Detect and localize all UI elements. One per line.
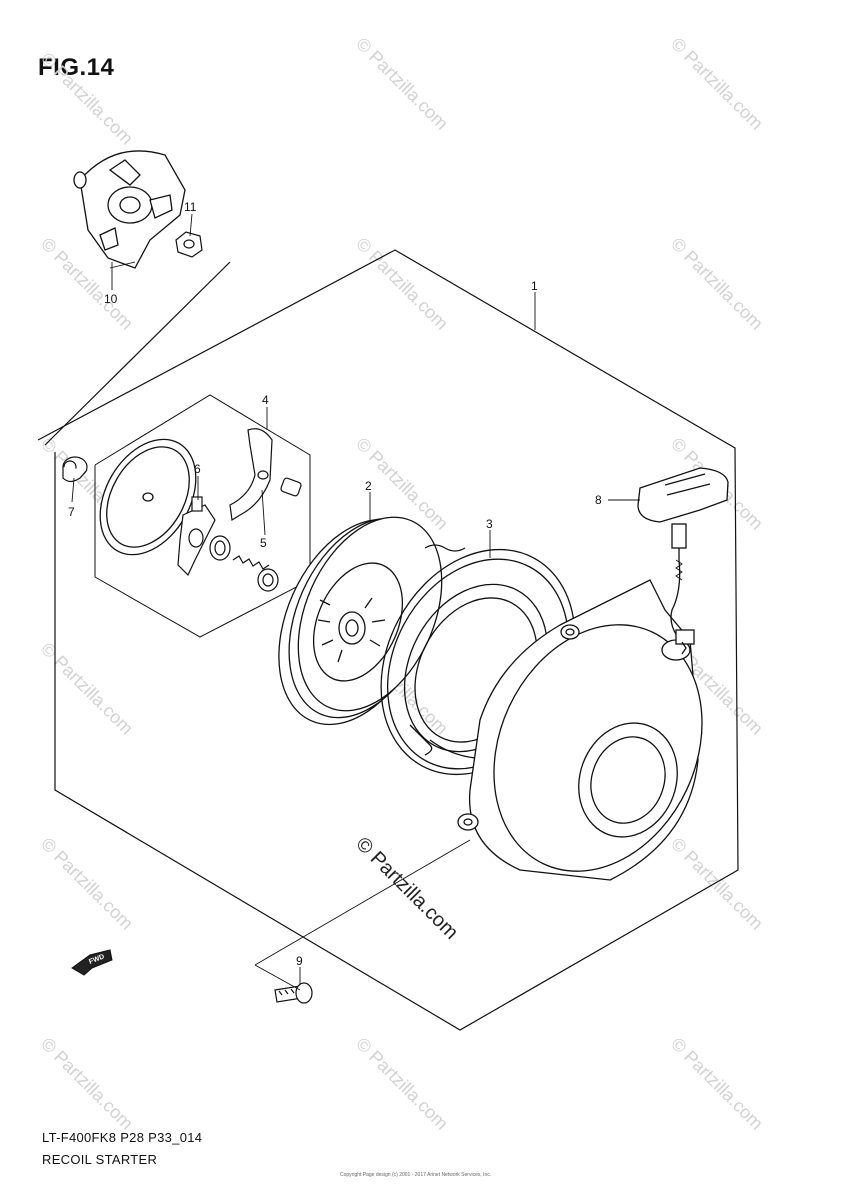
friction-plate-part [99,438,197,556]
callout-1: 1 [531,279,538,293]
callout-11: 11 [184,200,197,214]
watermark: © Partzilla.com [667,234,767,334]
watermark: © Partzilla.com [37,1034,137,1134]
leader-line [254,964,301,991]
handle-part [637,467,729,655]
callout-8: 8 [595,493,602,507]
callout-10: 10 [104,292,118,306]
nut-part [175,231,203,258]
forward-arrow-icon: FWD [71,949,113,976]
bolt-part [274,982,313,1004]
assembly-frame [37,249,739,1031]
callout-7: 7 [68,505,75,519]
watermark: © Partzilla.com [352,1034,452,1134]
watermark: © Partzilla.com [667,34,767,134]
callout-6: 6 [194,462,201,476]
figure-name: RECOIL STARTER [42,1152,158,1167]
callout-5: 5 [260,536,267,550]
model-code: LT-F400FK8 P28 P33_014 [42,1130,203,1145]
callout-9: 9 [296,954,303,968]
reel-part [278,516,443,726]
starter-case-part [457,579,703,881]
callout-numbers: 1 2 3 4 5 6 7 8 9 10 11 [68,200,602,968]
leader-line [254,839,471,966]
watermark: © Partzilla.com [37,639,137,739]
bushing-part [62,456,88,483]
figure-title: FIG.14 [38,54,115,81]
ratchet-part [73,150,186,269]
leader-lines [71,213,640,985]
callout-3: 3 [486,517,493,531]
callout-2: 2 [365,479,372,493]
watermark: © Partzilla.com [352,234,452,334]
spring-part [209,535,279,592]
guide-part [177,496,216,577]
watermark: © Partzilla.com [352,34,452,134]
pawl-part [229,428,302,522]
watermark: © Partzilla.com [37,49,137,149]
rope-coil [424,544,466,552]
watermark: © Partzilla.com [667,1034,767,1134]
watermark-center: © Partzilla.com [351,833,462,944]
callout-4: 4 [262,393,269,407]
copyright-text: Copyright Page design (c) 2001 - 2017 Ar… [340,1172,492,1178]
watermark: © Partzilla.com [667,834,767,934]
watermark: © Partzilla.com [37,834,137,934]
